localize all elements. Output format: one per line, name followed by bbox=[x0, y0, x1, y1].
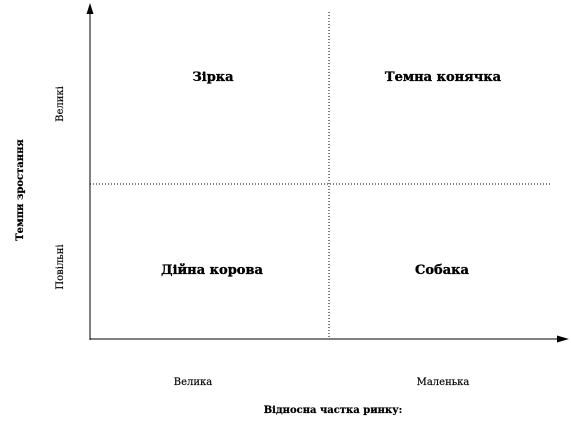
y-axis-title: Темпи зростання bbox=[15, 139, 26, 241]
quadrant-bottom-left-label: Дійна корова bbox=[161, 263, 263, 278]
y-axis-high-label: Великі bbox=[55, 86, 66, 122]
y-axis-arrow bbox=[86, 3, 94, 14]
quadrant-top-left-label: Зірка bbox=[192, 70, 234, 85]
x-axis-left-label: Велика bbox=[174, 377, 213, 388]
quadrant-bottom-right-label: Собака bbox=[415, 263, 470, 278]
x-axis-right-label: Маленька bbox=[417, 377, 470, 388]
y-axis-low-label: Повільні bbox=[55, 244, 66, 289]
x-axis-title: Відносна частка ринку: bbox=[264, 405, 403, 416]
quadrant-top-right-label: Темна конячка bbox=[385, 70, 502, 85]
x-axis-arrow bbox=[557, 335, 569, 343]
